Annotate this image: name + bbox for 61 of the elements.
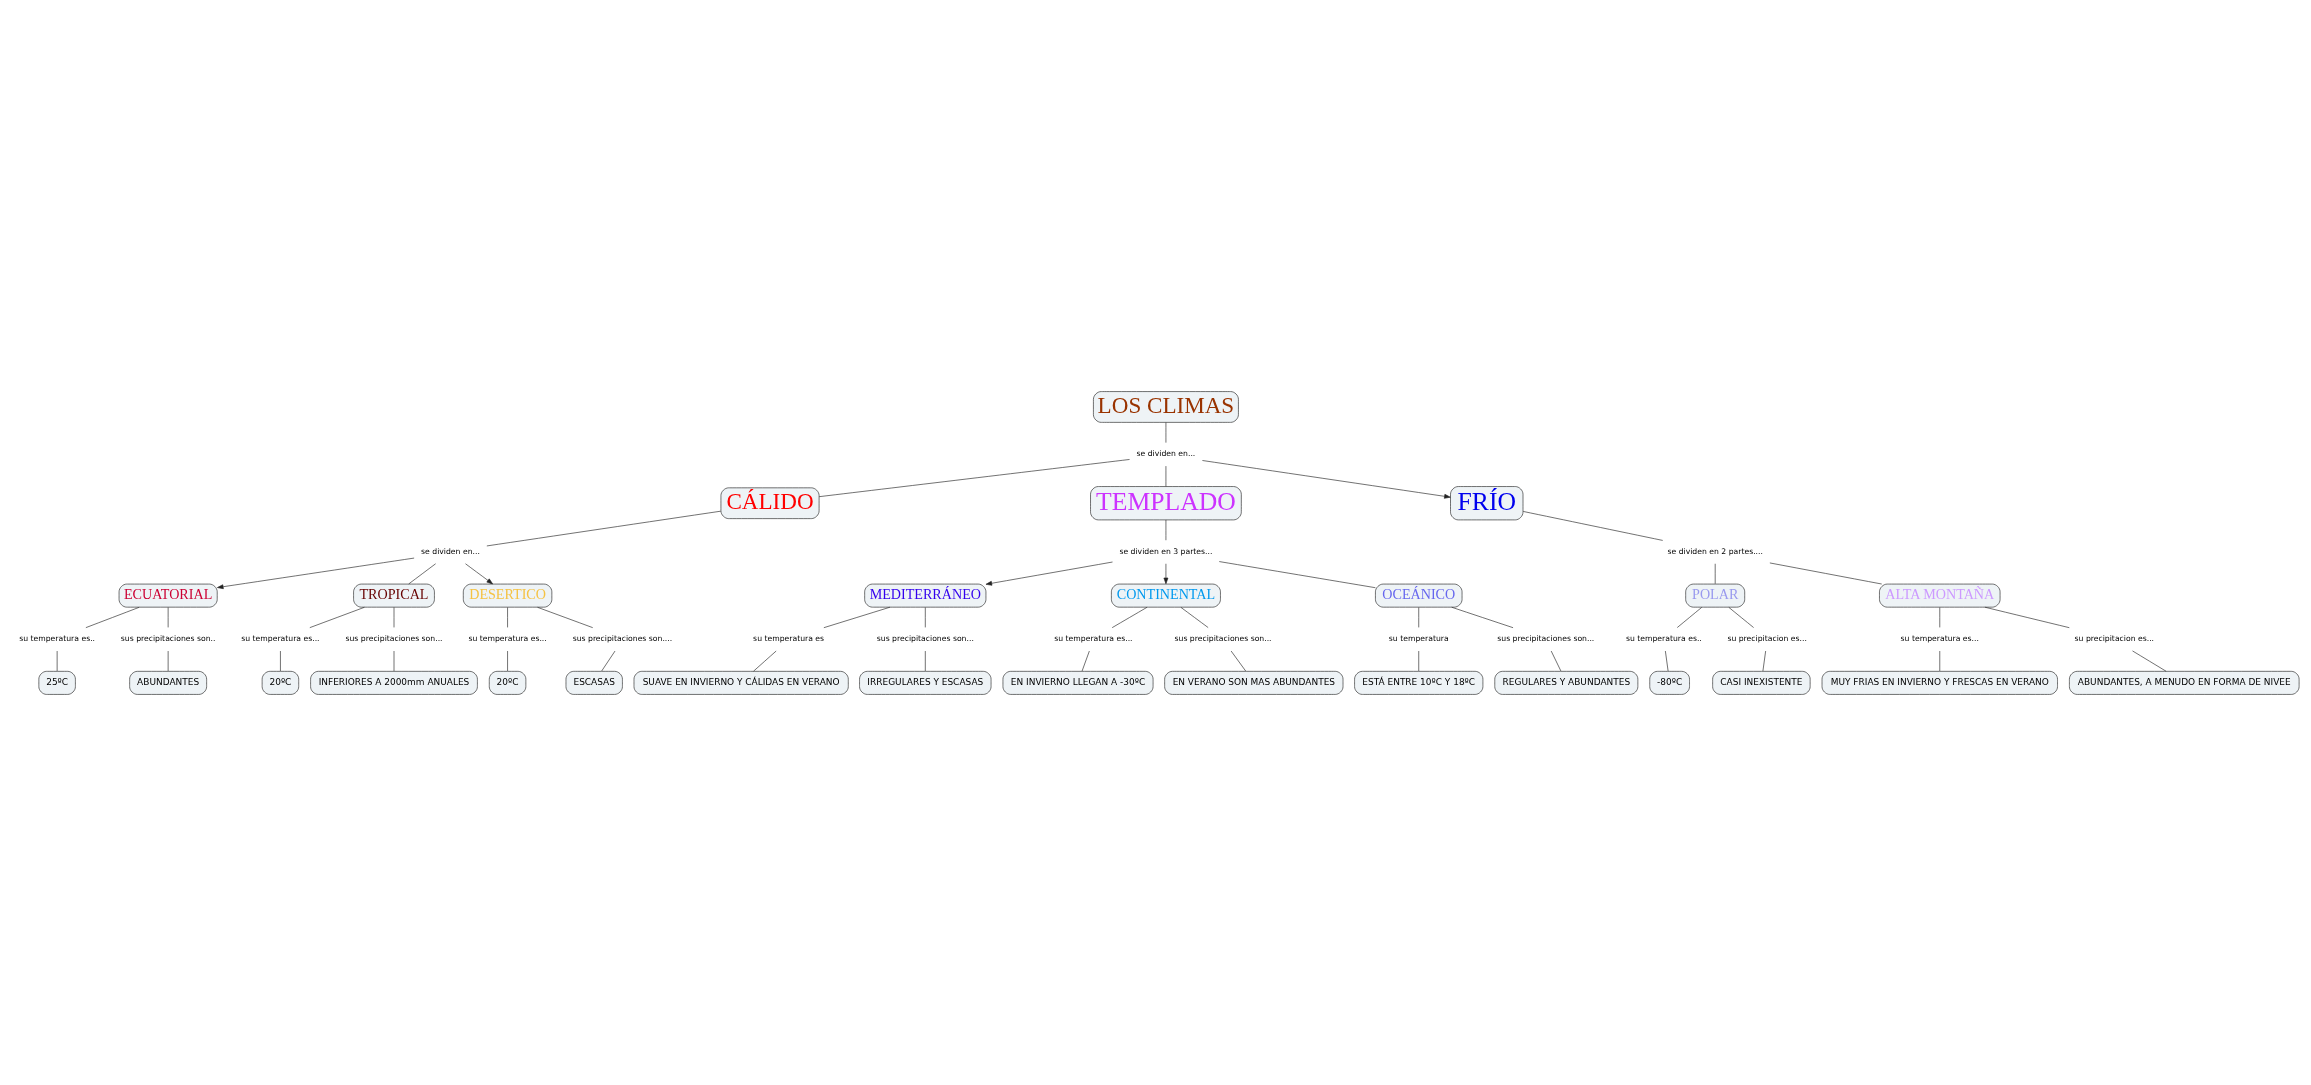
node-box: MEDITERRÁNEO <box>864 583 987 607</box>
connector <box>280 650 281 671</box>
node-box: ALTA MONTAÑA <box>1879 583 2001 607</box>
arrow <box>985 561 1113 586</box>
node-box: 25ºC <box>38 670 76 695</box>
node-box: ABUNDANTES, A MENUDO EN FORMA DE NIVEE <box>2069 670 2300 695</box>
node-box: CONTINENTAL <box>1111 583 1221 607</box>
node-box: TROPICAL <box>353 583 435 607</box>
connector <box>1218 560 1376 588</box>
node-box: CÁLIDO <box>720 487 820 519</box>
connector <box>1665 650 1669 671</box>
connector <box>85 606 140 628</box>
connector <box>1165 465 1167 487</box>
node-box: ABUNDANTES <box>129 670 207 695</box>
connector <box>1165 421 1167 443</box>
connector <box>1769 562 1883 584</box>
arrow <box>1163 562 1169 584</box>
node-box: MUY FRIAS EN INVIERNO Y FRESCAS EN VERANO <box>1821 670 2058 695</box>
node-box: OCEÁNICO <box>1375 583 1463 607</box>
connector <box>1728 606 1754 628</box>
connector <box>823 606 891 628</box>
connector <box>1984 606 2070 628</box>
connector <box>507 606 508 628</box>
connector <box>1522 510 1664 541</box>
node-box: EN VERANO SON MAS ABUNDANTES <box>1164 670 1344 695</box>
connector <box>1451 606 1514 628</box>
node-box: -80ºC <box>1649 670 1690 695</box>
connector <box>537 606 594 628</box>
node-box: POLAR <box>1685 583 1746 607</box>
node-box: 20ºC <box>488 670 527 695</box>
arrow <box>217 557 415 589</box>
connector <box>2132 650 2167 672</box>
arrow <box>465 562 493 584</box>
connector <box>486 510 722 546</box>
node-box: 20ºC <box>261 670 300 695</box>
connector <box>1230 650 1246 671</box>
connector <box>1180 606 1209 628</box>
connector <box>818 458 1130 497</box>
connector <box>408 562 436 584</box>
connector <box>753 650 777 671</box>
connector <box>309 606 365 628</box>
connector <box>1762 650 1766 671</box>
connector <box>507 650 508 671</box>
connector <box>1676 606 1703 628</box>
connector <box>1111 606 1148 628</box>
node-box: ESTÁ ENTRE 10ºC Y 18ºC <box>1354 670 1484 695</box>
node-box: TEMPLADO <box>1090 485 1242 520</box>
connector <box>1081 650 1090 671</box>
node-box: CASI INEXISTENTE <box>1712 670 1811 695</box>
node-box: SUAVE EN INVIERNO Y CÁLIDAS EN VERANO <box>633 670 849 695</box>
node-box: ESCASAS <box>565 670 623 695</box>
node-box: REGULARES Y ABUNDANTES <box>1494 670 1639 695</box>
node-box: EN INVIERNO LLEGAN A -30ºC <box>1002 670 1154 695</box>
arrow <box>1202 459 1451 499</box>
node-box: IRREGULARES Y ESCASAS <box>859 670 992 695</box>
node-box: INFERIORES A 2000mm ANUALES <box>310 670 478 695</box>
connector <box>1550 650 1562 671</box>
node-box: LOS CLIMAS <box>1093 390 1239 423</box>
node-box: ECUATORIAL <box>118 583 218 607</box>
node-box: FRÍO <box>1450 485 1524 520</box>
node-box: DESERTICO <box>463 583 553 607</box>
